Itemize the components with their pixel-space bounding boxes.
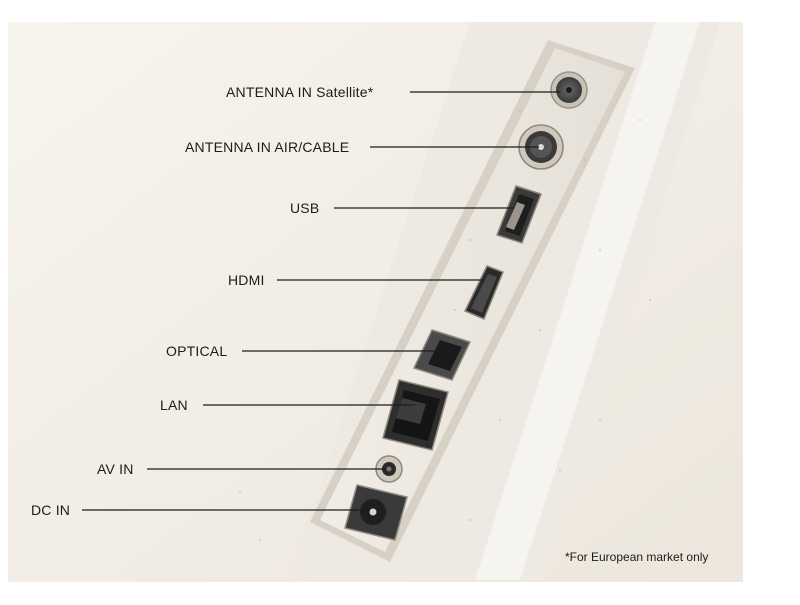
antenna-air-cable-port [518,124,564,170]
hdmi-port [463,265,504,320]
dc-in-port [344,484,408,541]
label-antenna-satellite: ANTENNA IN Satellite* [226,84,374,100]
surface-speckles [239,109,651,541]
casing-highlight [475,22,700,580]
label-av-in: AV IN [97,461,134,477]
footnote: *For European market only [565,550,709,564]
usb-port [496,185,542,244]
leader-lines [82,91,560,511]
optical-port [412,329,472,381]
label-lan: LAN [160,397,188,413]
lan-port [382,379,449,451]
label-usb: USB [290,200,320,216]
label-antenna-air-cable: ANTENNA IN AIR/CABLE [185,139,350,155]
antenna-satellite-port [550,71,588,109]
label-hdmi: HDMI [228,272,265,288]
label-dc-in: DC IN [31,502,71,518]
label-optical: OPTICAL [166,343,228,359]
